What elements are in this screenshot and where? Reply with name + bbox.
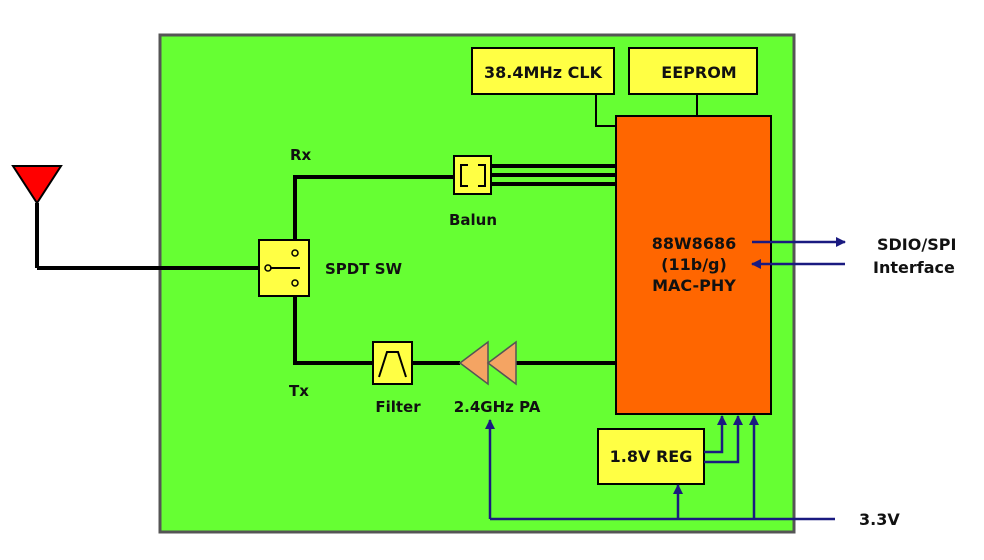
spdt-switch-icon	[258, 239, 310, 297]
clock-block: 38.4MHz CLK	[471, 47, 615, 95]
filter-label: Filter	[375, 398, 421, 416]
balun-label: Balun	[449, 211, 497, 229]
antenna-icon	[11, 165, 259, 270]
chip-line-2: (11b/g)	[661, 255, 727, 274]
rx-label: Rx	[290, 146, 312, 164]
interface-label-line1: SDIO/SPI	[877, 235, 956, 254]
mac-phy-chip: 88W8686 (11b/g) MAC-PHY	[615, 115, 772, 415]
eeprom-label: EEPROM	[661, 63, 736, 82]
tx-label: Tx	[289, 382, 309, 400]
clk-chip-wire	[595, 93, 616, 127]
power-amplifier-icon	[458, 340, 517, 386]
reg-to-chip-arrow-2	[704, 415, 743, 464]
bandpass-filter-icon	[372, 341, 413, 385]
chip-line-1: 88W8686	[652, 234, 736, 253]
interface-label-line2: Interface	[873, 258, 955, 277]
regulator-block: 1.8V REG	[597, 428, 705, 485]
pa-label: 2.4GHz PA	[454, 398, 541, 416]
reg-to-chip-arrow-1	[704, 415, 727, 454]
power-label: 3.3V	[859, 510, 900, 529]
regulator-label: 1.8V REG	[610, 447, 693, 466]
tx-wire	[293, 296, 373, 365]
spdt-label: SPDT SW	[325, 260, 403, 278]
chip-line-3: MAC-PHY	[652, 276, 736, 295]
clock-label: 38.4MHz CLK	[484, 63, 603, 82]
rx-wire	[293, 175, 454, 240]
eeprom-block: EEPROM	[628, 47, 758, 95]
balun-icon	[453, 155, 492, 195]
